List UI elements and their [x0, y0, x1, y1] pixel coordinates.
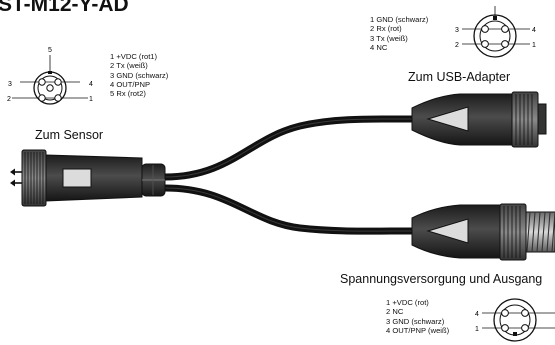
sensor-pin-3: 3 GND (schwarz)	[110, 70, 169, 80]
sensor-connector-label-plate	[62, 168, 92, 188]
power-pinout: 4 1	[475, 298, 555, 342]
sensor-pin-4: 4 OUT/PNP	[110, 79, 151, 89]
sensor-pin-list: 1 +VDC (rot1) 2 Tx (weiß) 3 GND (schwarz…	[110, 52, 168, 98]
cable-to-power	[164, 184, 413, 235]
power-pin-3: 3 GND (schwarz)	[386, 316, 445, 326]
power-pin-number: 1	[475, 326, 479, 333]
thread-icon	[525, 211, 555, 253]
usb-pin-number: 1	[532, 42, 536, 49]
power-connector-insert	[426, 218, 469, 244]
usb-pin-3: 3 Tx (weiß)	[370, 33, 408, 43]
usb-pin-dot	[481, 40, 489, 48]
usb-pin-2: 2 Rx (rot)	[370, 24, 402, 34]
sensor-pin-number: 3	[8, 81, 12, 88]
usb-pin-1: 1 GND (schwarz)	[370, 15, 429, 24]
cable-to-usb	[164, 115, 413, 181]
sensor-pin-number: 4	[89, 81, 93, 88]
power-pin-dot	[521, 324, 529, 332]
usb-pinout: 3 4 2 1	[455, 6, 536, 58]
sensor-pin-dot	[46, 84, 54, 92]
sensor-pin-1: 1 +VDC (rot1)	[110, 52, 158, 61]
sensor-pin-number: 1	[89, 96, 93, 103]
usb-pin-4: 4 NC	[370, 42, 388, 52]
usb-pin-number: 2	[455, 42, 459, 49]
usb-pin-list: 1 GND (schwarz) 2 Rx (rot) 3 Tx (weiß) 4…	[370, 15, 428, 52]
usb-connector	[411, 91, 547, 148]
sensor-pin-dot	[54, 78, 62, 86]
sensor-pin-dot	[38, 78, 46, 86]
sensor-pin-dot	[38, 94, 46, 102]
power-pin-list: 1 +VDC (rot) 2 NC 3 GND (schwarz) 4 OUT/…	[386, 298, 449, 335]
sensor-section-label: Zum Sensor	[35, 128, 104, 142]
power-connector	[411, 203, 555, 261]
sensor-pin-dot	[54, 94, 62, 102]
power-pin-4: 4 OUT/PNP (weiß)	[386, 325, 450, 335]
sensor-connector	[10, 149, 166, 207]
usb-pin-dot	[501, 25, 509, 33]
y-cable	[164, 115, 413, 235]
usb-section-label: Zum USB-Adapter	[408, 70, 511, 84]
sensor-pin-number: 2	[7, 96, 11, 103]
usb-pin-dot	[501, 40, 509, 48]
power-pin-dot	[501, 324, 509, 332]
sensor-face-inner	[37, 75, 63, 101]
sensor-pin-number: 5	[48, 47, 52, 54]
power-pin-dot	[521, 309, 529, 317]
sensor-pin-5: 5 Rx (rot2)	[110, 89, 146, 99]
power-pin-dot	[501, 309, 509, 317]
usb-pin-number: 4	[532, 27, 536, 34]
power-section-label: Spannungsversorgung und Ausgang	[340, 272, 543, 286]
usb-connector-insert	[426, 106, 469, 132]
usb-pin-dot	[481, 25, 489, 33]
diagram-title: ST-M12-Y-AD	[0, 0, 129, 16]
usb-pin-number: 3	[455, 27, 459, 34]
power-pin-number: 4	[475, 311, 479, 318]
power-pin-1: 1 +VDC (rot)	[386, 298, 429, 307]
sensor-pinout: 5 3 4 2 1	[7, 47, 93, 105]
power-pin-2: 2 NC	[386, 307, 404, 317]
pin-arrows-icon	[10, 168, 24, 187]
sensor-pin-2: 2 Tx (weiß)	[110, 61, 148, 71]
